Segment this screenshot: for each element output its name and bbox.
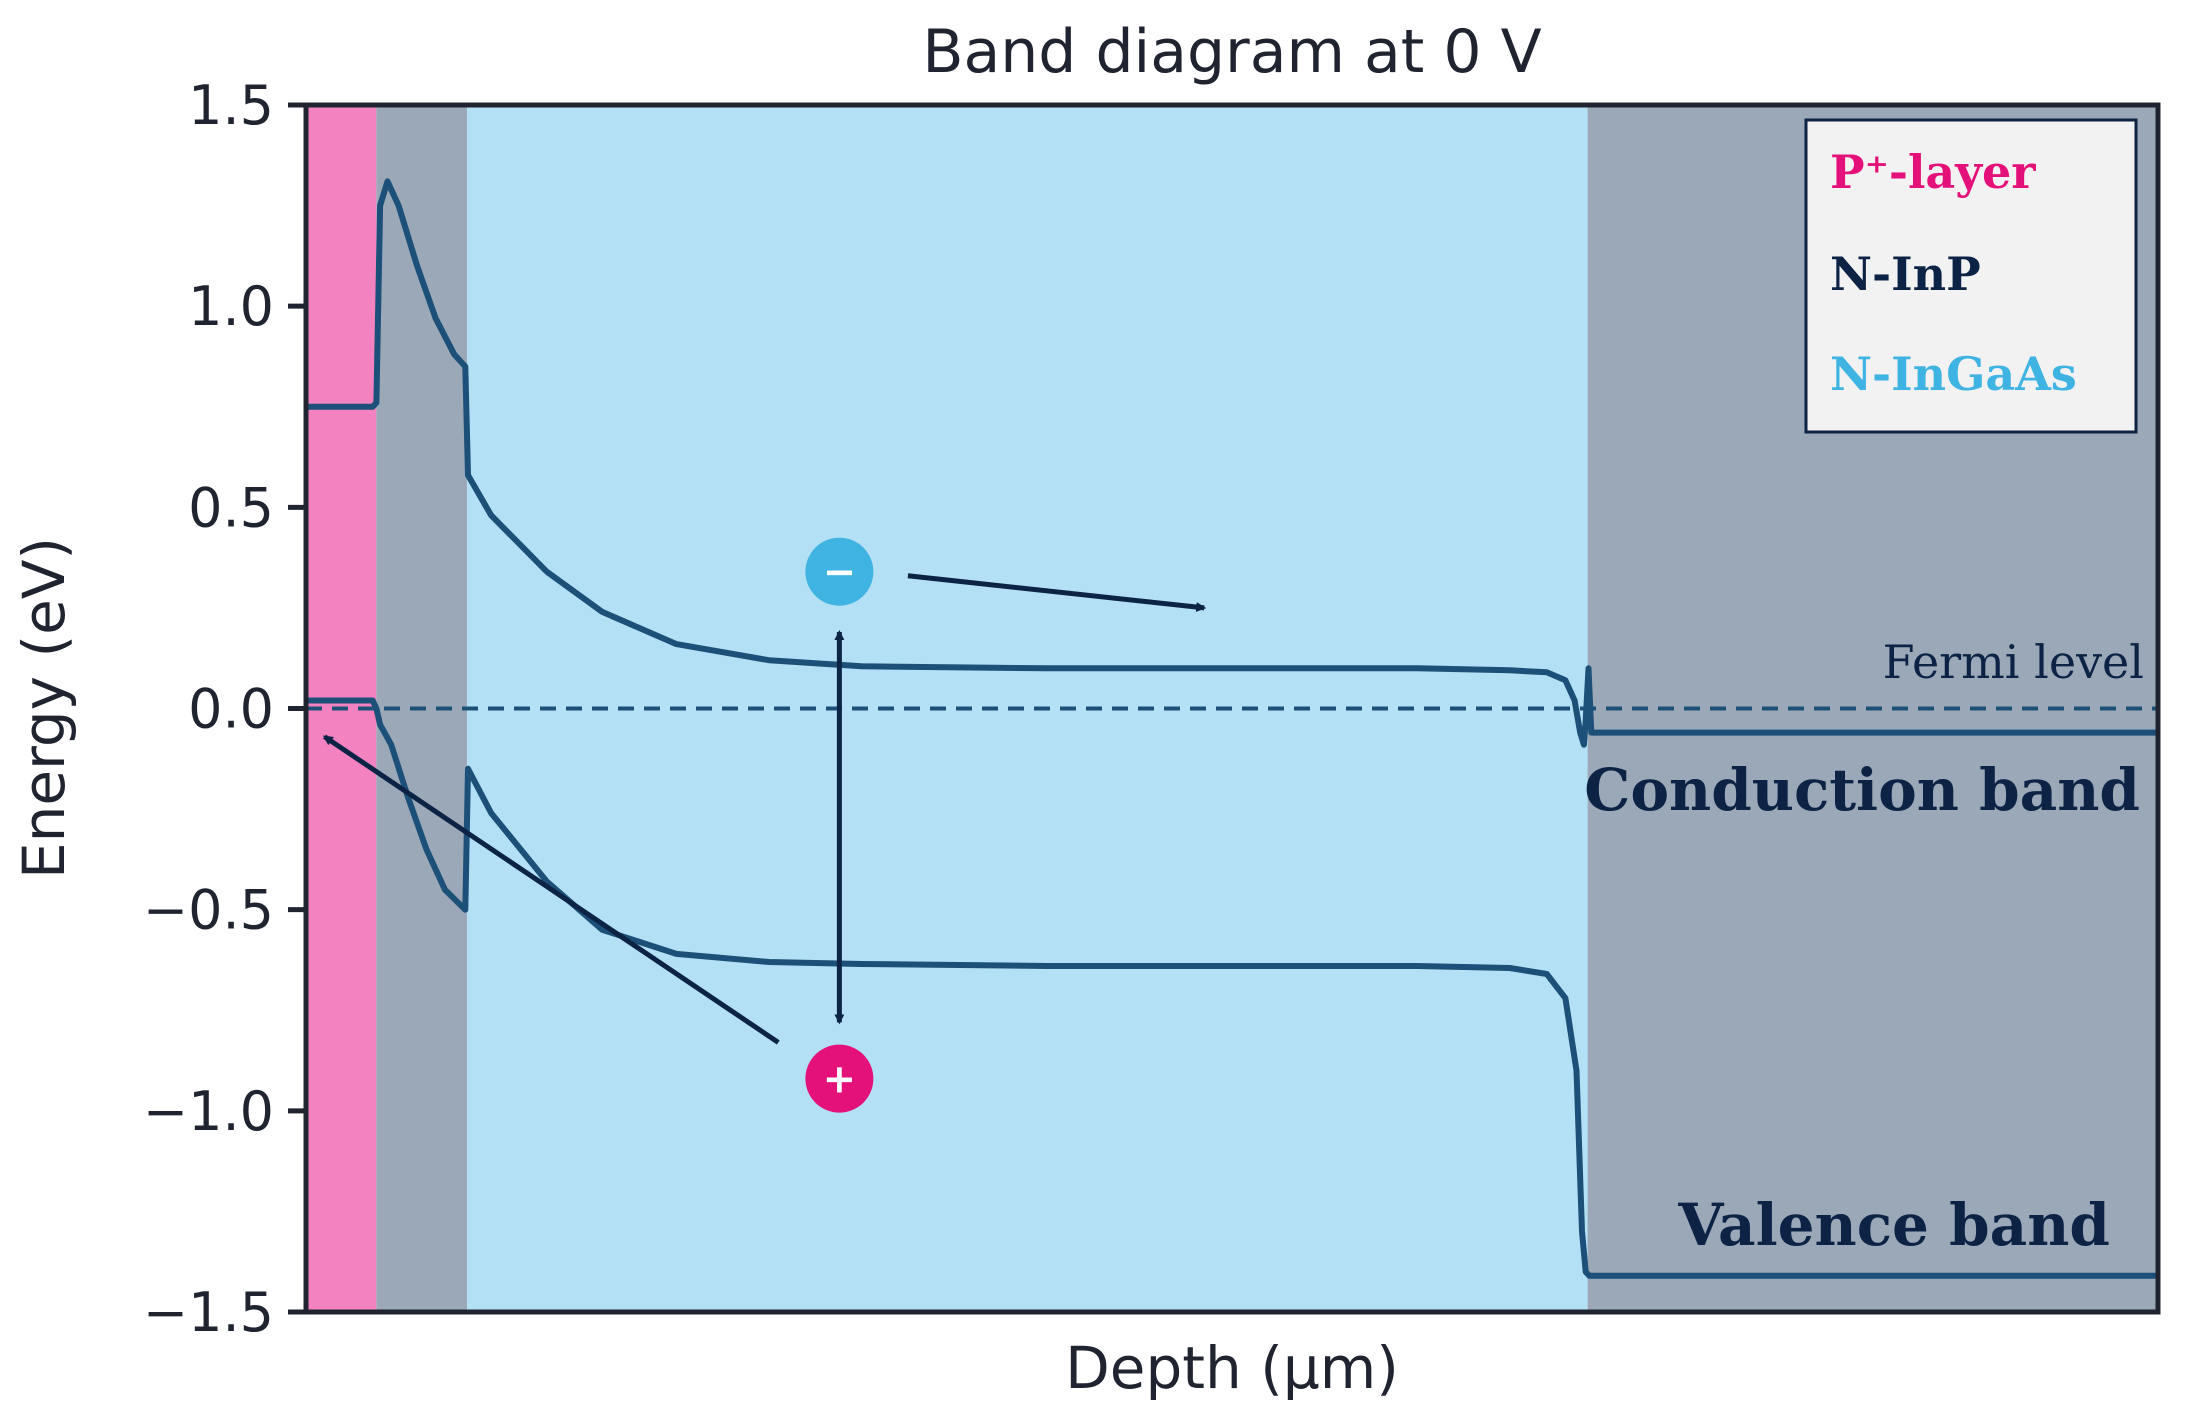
- y-tick-label: −1.0: [143, 1080, 274, 1143]
- legend-entry-n-ingaas: N-InGaAs: [1830, 347, 2077, 401]
- y-tick-label: 1.5: [188, 74, 274, 137]
- valence-band-label: Valence band: [1677, 1191, 2110, 1259]
- hole-icon: [805, 1044, 874, 1113]
- hole-symbol: +: [823, 1057, 857, 1103]
- y-tick-label: 1.0: [188, 275, 274, 338]
- y-axis-ticks: 1.5 1.0 0.5 0.0 −0.5 −1.0 −1.5: [143, 74, 306, 1344]
- y-axis-label: Energy (eV): [10, 537, 78, 879]
- x-axis-label: Depth (μm): [1065, 1334, 1399, 1402]
- annotations: [322, 573, 1207, 1045]
- electron-carrier: −: [805, 537, 874, 606]
- legend-entry-p-layer: P⁺-layer: [1830, 145, 2036, 199]
- y-tick-label: 0.5: [188, 476, 274, 539]
- chart-title: Band diagram at 0 V: [922, 17, 1541, 87]
- y-tick-label: −1.5: [143, 1281, 274, 1344]
- hole-carrier: +: [805, 1044, 874, 1113]
- legend: P⁺-layer N-InP N-InGaAs: [1804, 118, 2138, 434]
- fermi-level-label: Fermi level: [1883, 635, 2144, 689]
- y-tick-label: 0.0: [188, 678, 274, 741]
- conduction-band-label: Conduction band: [1584, 756, 2140, 824]
- region-n-ingaas-2: [467, 105, 1588, 1312]
- legend-box: [1804, 118, 2138, 434]
- electron-drift-arrow: [907, 573, 1207, 613]
- electron-icon: [805, 537, 874, 606]
- y-tick-label: −0.5: [143, 879, 274, 942]
- electron-symbol: −: [823, 550, 857, 596]
- conduction-band-line: [306, 178, 2158, 748]
- legend-entry-n-inp: N-InP: [1830, 247, 1981, 301]
- hole-drift-arrow: [322, 734, 780, 1045]
